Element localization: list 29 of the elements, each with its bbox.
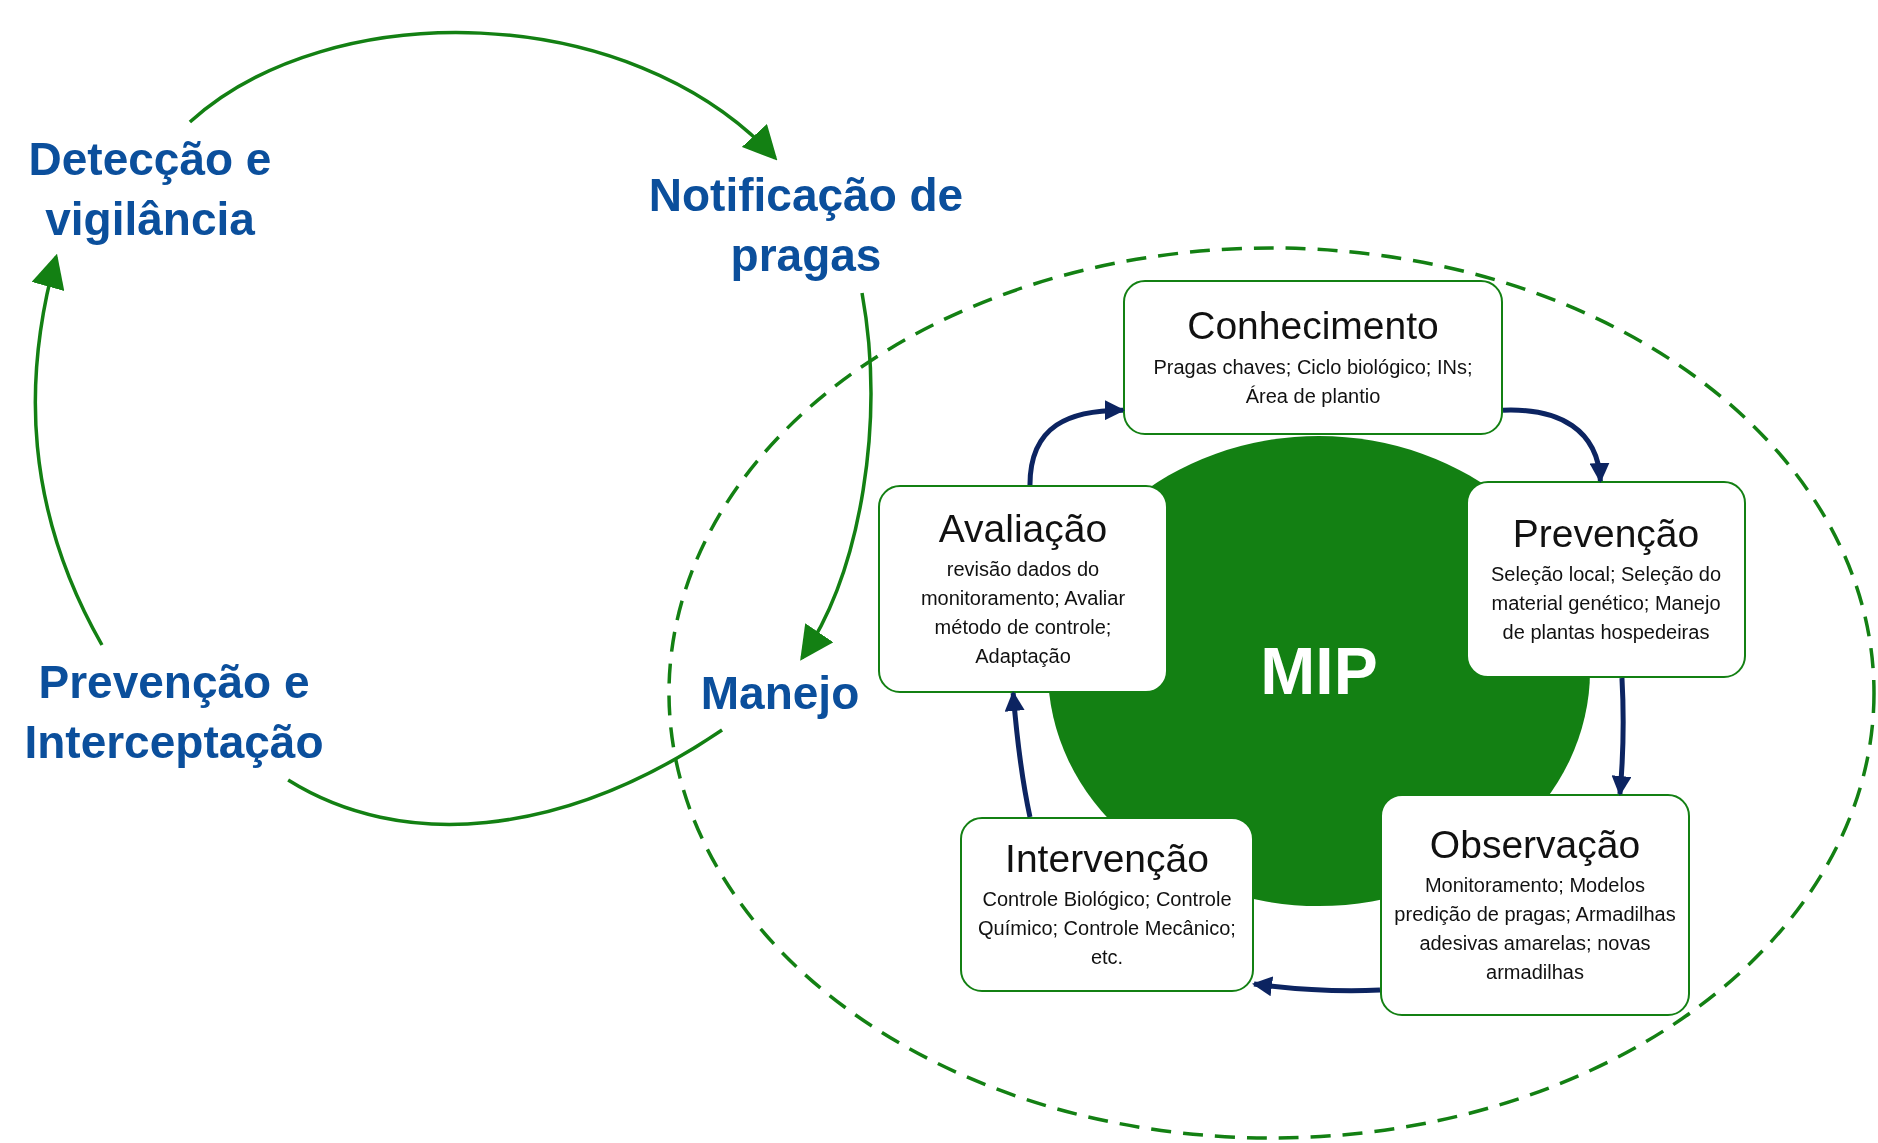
card-description: Pragas chaves; Ciclo biológico; INs; Área de plantio [1152, 354, 1474, 409]
arrow [188, 31, 778, 161]
dashed-ellipse [667, 246, 1876, 1140]
arrow [1004, 691, 1033, 818]
center-label: MIP [1260, 633, 1378, 709]
card-heading: Observação [1429, 822, 1641, 868]
arrow [1611, 677, 1632, 796]
card-description: revisão dados do monitoramento; Avaliar método de controle; Adaptação [919, 557, 1127, 670]
stage-label: Prevenção e Interceptação [0, 645, 348, 780]
stage-card [960, 817, 1254, 992]
card-heading: Prevenção [1512, 511, 1700, 557]
arrow [1252, 976, 1381, 997]
card-description: Controle Biológico; Controle Químico; Controle Mecânico; etc. [977, 887, 1237, 971]
arrow [1503, 407, 1609, 483]
stage-card [878, 485, 1168, 693]
card-description: Monitoramento; Modelos predição de pragas; Armadilhas adesivas amarelas; novas armadilhas [1393, 873, 1677, 986]
card-heading: Avaliação [938, 506, 1108, 552]
stage-card [1466, 481, 1746, 678]
stage-label: Manejo [675, 658, 885, 730]
card-heading: Conhecimento [1187, 304, 1439, 349]
stage-card [1123, 280, 1503, 435]
stage-label: Notificação de pragas [600, 158, 1012, 293]
arrow [800, 292, 873, 661]
card-description: Seleção local; Seleção do material genético; Manejo de plantas hospedeiras [1489, 562, 1723, 646]
stage-card [1380, 794, 1690, 1016]
stage-label: Detecção e vigilância [0, 122, 300, 257]
arrow [32, 253, 104, 646]
card-heading: Intervenção [1005, 836, 1209, 882]
arrow [1027, 400, 1125, 486]
